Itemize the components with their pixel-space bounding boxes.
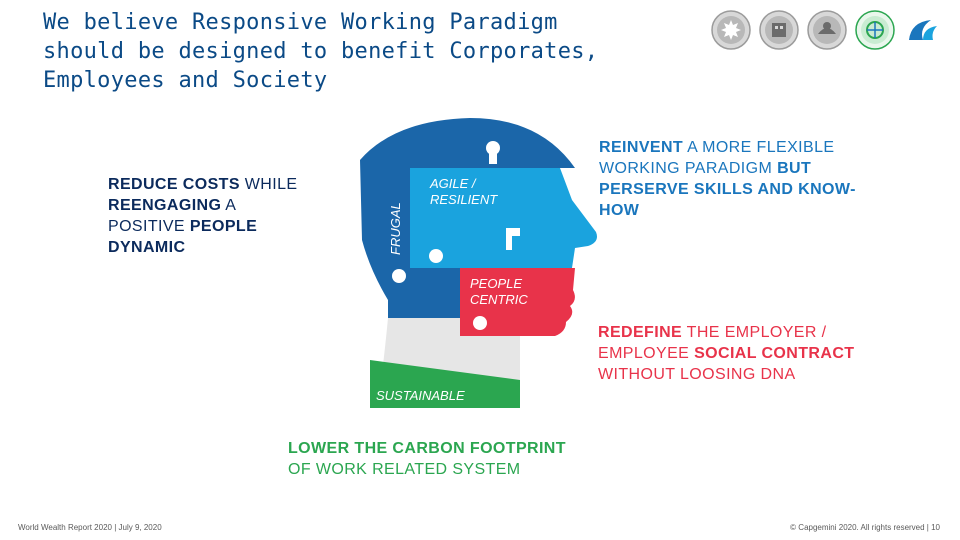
puzzle-knob: [473, 316, 487, 330]
building-badge-icon: [759, 10, 799, 50]
redefine-line-1: THE EMPLOYER /: [682, 324, 827, 341]
footer-copyright: © Capgemini 2020. All rights reserved | …: [790, 523, 940, 532]
title-line-1: We believe Responsive Working Paradigm: [43, 10, 558, 35]
people-piece: [460, 268, 575, 336]
reduce-line-1-bold: REDUCE COSTS: [108, 176, 240, 193]
puzzle-notch: [506, 228, 520, 250]
puzzle-knob-stem: [489, 150, 497, 164]
agile-piece: [410, 168, 597, 268]
reinvent-line-2: WORKING PARADIGM: [599, 160, 778, 177]
people-label-line-1: PEOPLE: [470, 276, 522, 291]
redefine-line-3: WITHOUT LOOSING DNA: [598, 366, 796, 383]
title-line-3: Employees and Society: [43, 68, 328, 93]
page-title: We believe Responsive Working Paradigm s…: [43, 8, 683, 95]
lower-line-2: OF WORK RELATED SYSTEM: [288, 461, 521, 478]
agile-label-line-2: RESILIENT: [430, 192, 498, 207]
capgemini-logo-icon: [903, 10, 943, 50]
reduce-line-1: WHILE: [239, 176, 298, 193]
sustainable-piece: [370, 360, 520, 408]
people-label-line-2: CENTRIC: [470, 292, 528, 307]
title-line-2: should be designed to benefit Corporates…: [43, 39, 599, 64]
people-badge-icon: [807, 10, 847, 50]
redefine-line-2: EMPLOYEE: [598, 345, 695, 362]
redefine-line-1-bold: REDEFINE: [598, 324, 683, 341]
agile-label-line-1: AGILE /: [429, 176, 477, 191]
reduce-line-3: POSITIVE: [108, 218, 190, 235]
footer-report-info: World Wealth Report 2020 | July 9, 2020: [18, 523, 162, 532]
reduce-line-2-bold: REENGAGING: [108, 197, 222, 214]
redefine-line-2-bold: SOCIAL CONTRACT: [694, 345, 855, 362]
reduce-line-4-bold: DYNAMIC: [108, 239, 186, 256]
reduce-line-2: A: [221, 197, 237, 214]
reinvent-line-4-bold: HOW: [599, 202, 640, 219]
redefine-block: REDEFINE THE EMPLOYER / EMPLOYEE SOCIAL …: [598, 322, 854, 385]
reinvent-line-1: A MORE FLEXIBLE: [683, 139, 835, 156]
globe-badge-icon: [855, 10, 895, 50]
reinvent-line-1-bold: REINVENT: [599, 139, 684, 156]
reinvent-line-3-bold: PERSERVE SKILLS AND KNOW-: [599, 181, 856, 198]
puzzle-knob: [392, 269, 406, 283]
frugal-label: FRUGAL: [388, 202, 403, 255]
sustainable-label: SUSTAINABLE: [376, 388, 465, 403]
reinvent-block: REINVENT A MORE FLEXIBLE WORKING PARADIG…: [599, 137, 856, 221]
lower-line-1-bold: LOWER THE CARBON FOOTPRINT: [288, 440, 566, 457]
gear-badge-icon: [711, 10, 751, 50]
lower-carbon-block: LOWER THE CARBON FOOTPRINT OF WORK RELAT…: [288, 438, 566, 480]
reinvent-line-2-bold: BUT: [777, 160, 812, 177]
reduce-line-3-bold: PEOPLE: [189, 218, 258, 235]
puzzle-knob: [429, 249, 443, 263]
reduce-costs-block: REDUCE COSTS WHILE REENGAGING A POSITIVE…: [108, 174, 297, 258]
